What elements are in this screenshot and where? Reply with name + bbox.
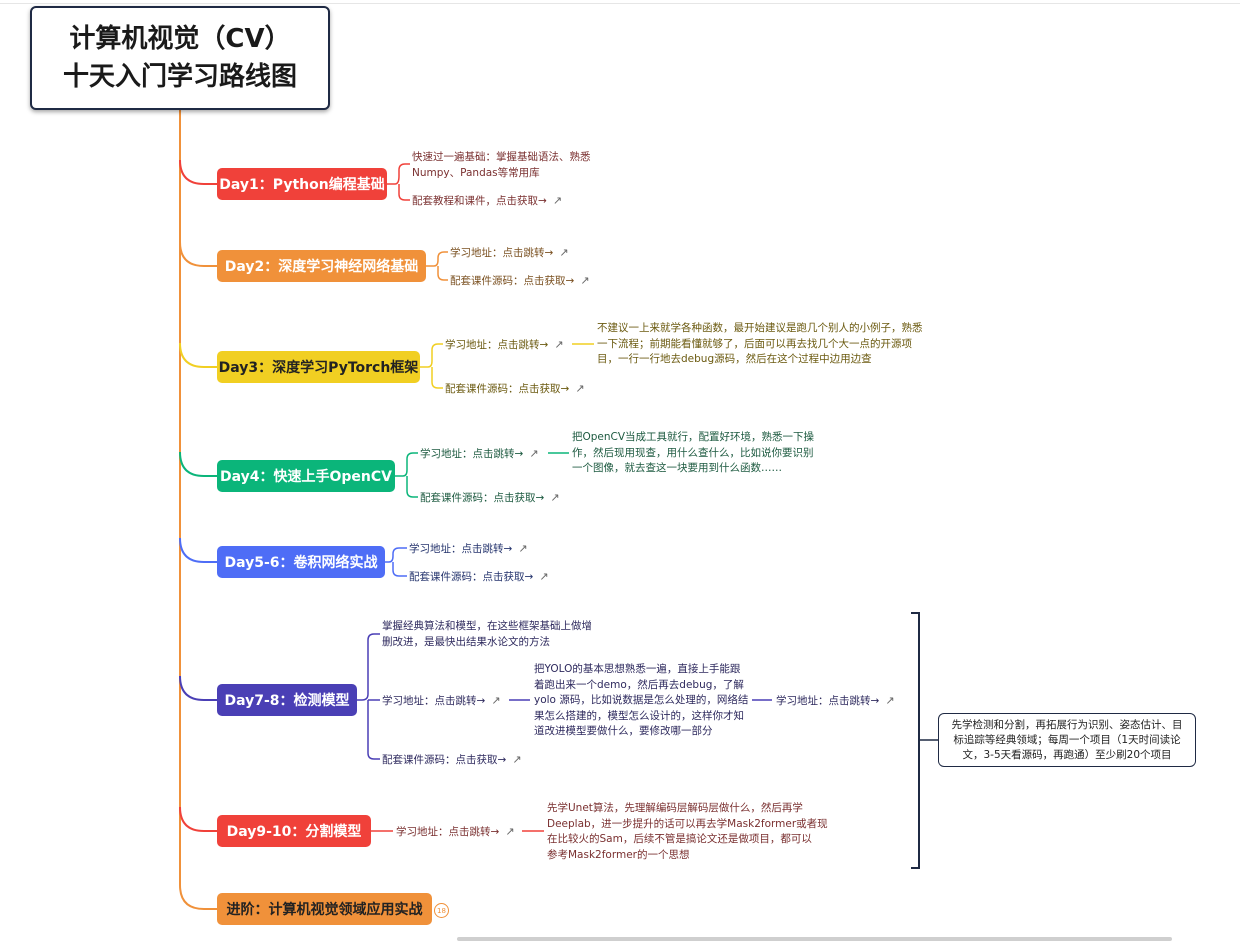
horizontal-scrollbar[interactable] [457,937,1172,941]
day78-note: 把YOLO的基本思想熟悉一遍，直接上手能跟着跑出来一个demo，然后再去debu… [534,663,749,737]
day3-note: 不建议一上来就学各种函数，最开始建议是跑几个别人的小例子，熟悉一下流程；前期能看… [597,322,923,365]
day78-extra-link[interactable]: 学习地址：点击跳转→↗ [776,694,895,707]
advanced-node[interactable]: 进阶：计算机视觉领域应用实战 [217,893,432,925]
day910-study-link[interactable]: 学习地址：点击跳转→↗ [396,825,515,838]
day1-node[interactable]: Day1：Python编程基础 [217,168,387,200]
title-line1: 计算机视觉（CV） [69,24,291,54]
external-link-icon: ↗ [575,382,585,395]
day56-study-link[interactable]: 学习地址：点击跳转→↗ [409,542,528,555]
day910-node[interactable]: Day9-10：分割模型 [217,815,371,847]
day56-node[interactable]: Day5-6：卷积网络实战 [217,546,385,578]
day3-study-link[interactable]: 学习地址：点击跳转→↗ [445,338,564,351]
title-line2: 十天入门学习路线图 [62,62,297,92]
external-link-icon: ↗ [550,491,560,504]
external-link-icon: ↗ [512,753,522,766]
day4-source-link[interactable]: 配套课件源码：点击获取→↗ [420,491,560,504]
title-box: 计算机视觉（CV） 十天入门学习路线图 [30,6,330,110]
day56-source-link[interactable]: 配套课件源码：点击获取→↗ [409,570,549,583]
collapsed-count-badge[interactable]: 18 [434,903,449,918]
day78-node[interactable]: Day7-8：检测模型 [217,684,357,716]
day78-study-link[interactable]: 学习地址：点击跳转→↗ [382,694,501,707]
external-link-icon: ↗ [491,694,501,707]
day2-study-link[interactable]: 学习地址：点击跳转→↗ [450,246,569,259]
external-link-icon: ↗ [554,338,564,351]
external-link-icon: ↗ [505,825,515,838]
day4-note: 把OpenCV当成工具就行，配置好环境，熟悉一下操作，然后现用现查，用什么查什么… [572,431,815,474]
day3-node[interactable]: Day3：深度学习PyTorch框架 [217,351,420,383]
day2-source-link[interactable]: 配套课件源码：点击获取→↗ [450,274,590,287]
external-link-icon: ↗ [529,447,539,460]
external-link-icon: ↗ [580,274,590,287]
day78-source-link[interactable]: 配套课件源码：点击获取→↗ [382,753,522,766]
day1-link[interactable]: 配套教程和课件，点击获取→↗ [412,194,563,207]
summary-box: 先学检测和分割，再拓展行为识别、姿态估计、目标追踪等经典领域；每周一个项目（1天… [938,713,1196,767]
external-link-icon: ↗ [559,246,569,259]
external-link-icon: ↗ [552,194,563,207]
top-divider [0,3,1240,4]
external-link-icon: ↗ [885,694,895,707]
day78-method-text: 掌握经典算法和模型，在这些框架基础上做增删改进，是最快出结果水论文的方法 [382,620,592,648]
day4-node[interactable]: Day4：快速上手OpenCV [217,460,395,492]
external-link-icon: ↗ [539,570,549,583]
external-link-icon: ↗ [518,542,528,555]
day3-source-link[interactable]: 配套课件源码：点击获取→↗ [445,382,585,395]
day2-node[interactable]: Day2：深度学习神经网络基础 [217,250,426,282]
day4-study-link[interactable]: 学习地址：点击跳转→↗ [420,447,539,460]
